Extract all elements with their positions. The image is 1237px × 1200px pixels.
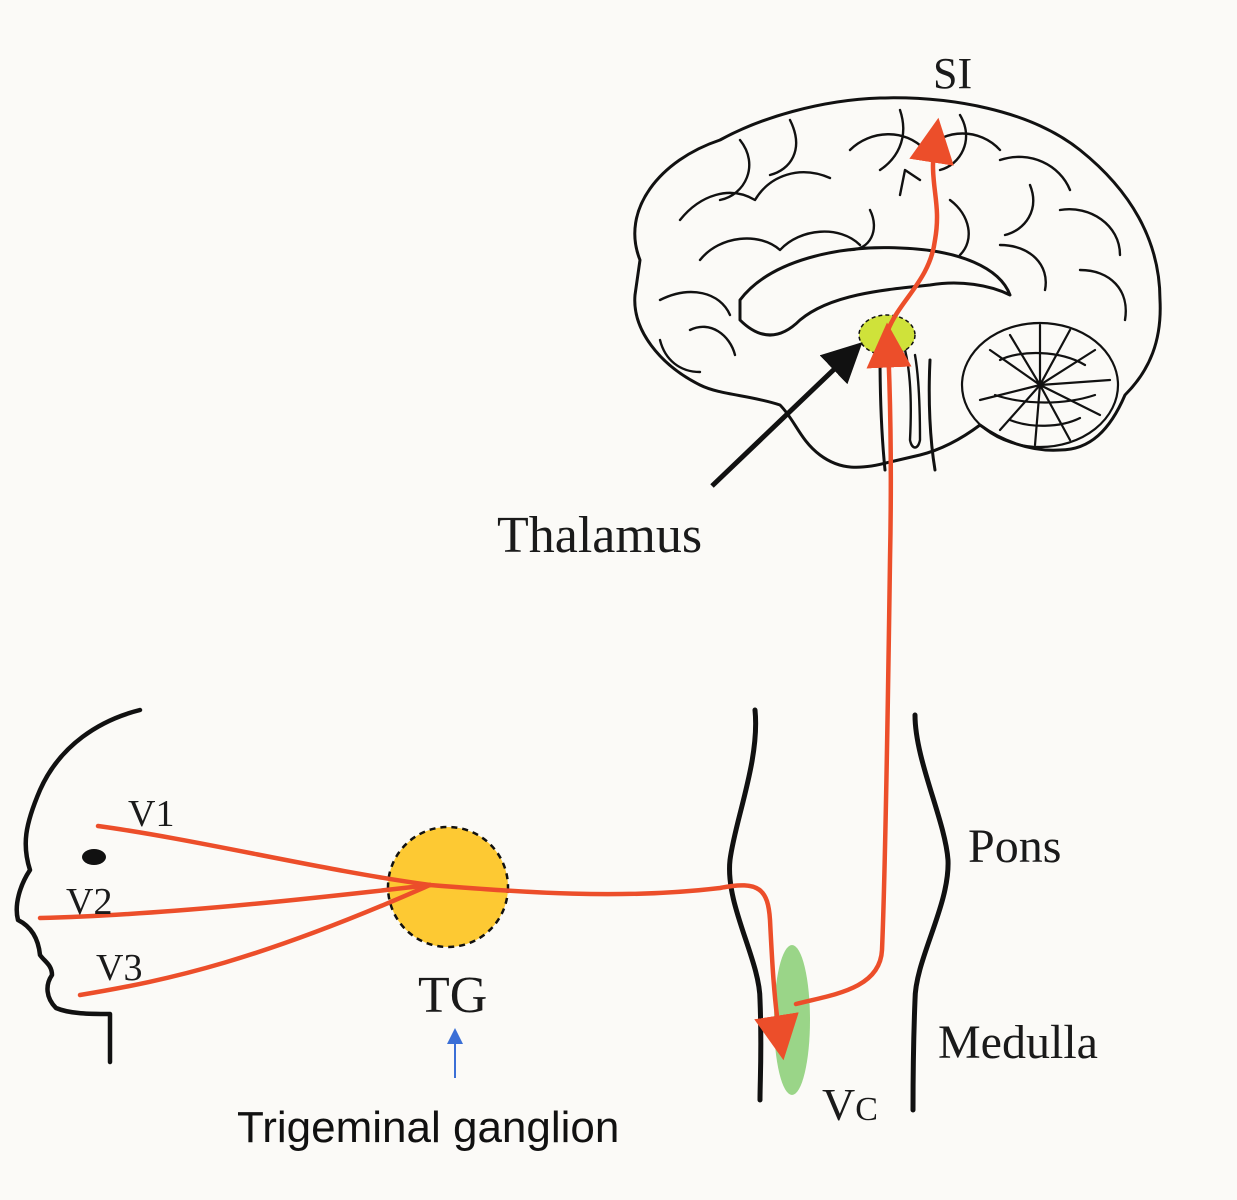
eye <box>82 849 106 865</box>
label-thalamus: Thalamus <box>497 507 702 564</box>
label-vc: VC <box>822 1079 878 1130</box>
pons-medulla-column <box>727 707 951 1113</box>
label-tg: TG <box>418 967 487 1024</box>
tg-to-vc-line <box>427 882 799 1061</box>
cerebellum <box>960 321 1120 449</box>
brain-outline <box>633 96 1162 469</box>
corpus-callosum <box>738 246 1012 337</box>
label-vc-sub: C <box>855 1091 878 1128</box>
v3-branch-line <box>77 882 433 998</box>
label-si: SI <box>933 49 972 98</box>
brain-gyri <box>658 108 1127 374</box>
pathway-lines <box>37 117 954 1061</box>
v1-branch-line <box>95 823 433 888</box>
thalamus-pointer-arrow <box>710 342 863 488</box>
label-medulla: Medulla <box>938 1016 1098 1069</box>
column-left-wall <box>727 707 764 1103</box>
vc-to-thalamus-line <box>793 322 912 1007</box>
brain-illustration <box>633 96 1162 472</box>
label-pons: Pons <box>968 820 1061 873</box>
label-trigeminal-ganglion: Trigeminal ganglion <box>237 1103 619 1152</box>
v2-branch-line <box>37 882 433 921</box>
brainstem-outline <box>878 353 937 472</box>
column-right-wall <box>910 712 951 1113</box>
label-vc-main: V <box>822 1079 855 1130</box>
head-profile-outline <box>14 707 143 1065</box>
label-v2: V2 <box>66 881 112 923</box>
thalamus-to-si-line <box>885 117 954 333</box>
label-v1: V1 <box>128 793 174 835</box>
label-v3: V3 <box>96 947 142 989</box>
brainstem-inner <box>903 348 922 449</box>
